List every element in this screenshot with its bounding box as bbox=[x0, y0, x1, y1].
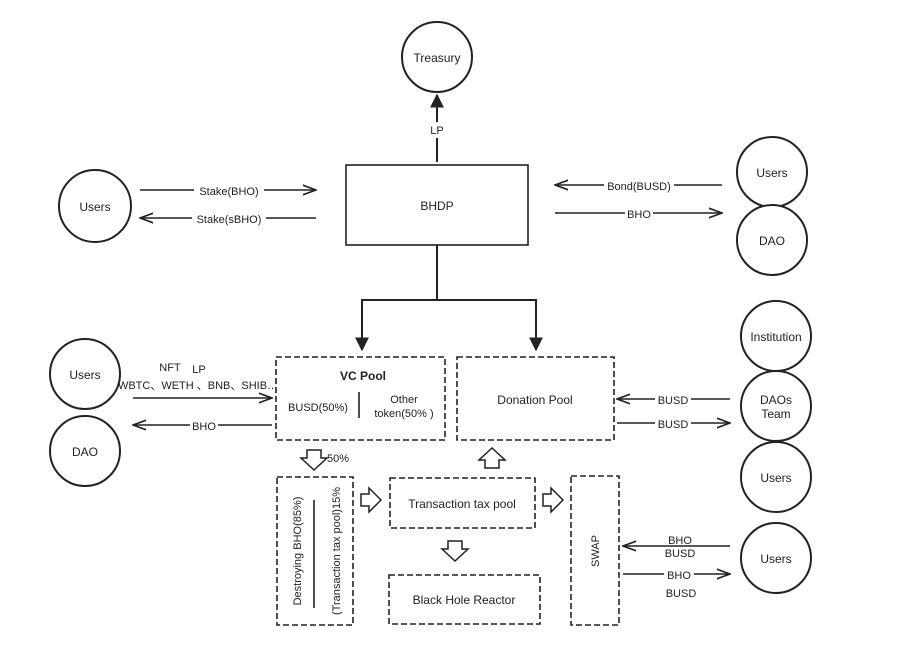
treasury-label: Treasury bbox=[414, 51, 461, 65]
bho-left-label: BHO bbox=[192, 421, 216, 433]
donation-pool-label: Donation Pool bbox=[497, 393, 572, 407]
stake-bho-label: Stake(BHO) bbox=[199, 186, 258, 198]
users-left-top-node: Users bbox=[58, 169, 132, 243]
institution-label: Institution bbox=[750, 330, 801, 344]
daos-team-line1: DAOs bbox=[760, 393, 792, 407]
users-right-bottom-node: Users bbox=[740, 522, 812, 594]
bhdp-to-vc-pool-arrow bbox=[355, 245, 438, 352]
bond-busd-bg bbox=[604, 179, 674, 193]
swap-out-busd-label: BUSD bbox=[666, 588, 697, 600]
users-right-top-node: Users bbox=[736, 136, 808, 208]
transaction-tax-pool-node: Transaction tax pool bbox=[389, 477, 536, 529]
bhdp-label: BHDP bbox=[420, 199, 453, 213]
dao-left-label: DAO bbox=[72, 445, 98, 459]
fifty-pct-label: 50% bbox=[327, 453, 349, 465]
destroy-right-hollow-arrow bbox=[360, 486, 383, 514]
dao-left-node: DAO bbox=[49, 415, 121, 487]
lp-top-label: LP bbox=[430, 125, 443, 137]
token-list-label: WBTC、WETH 、BNB、SHIB… bbox=[118, 380, 278, 392]
dao-right-top-label: DAO bbox=[759, 234, 785, 248]
vc-pool-busd: BUSD(50%) bbox=[288, 402, 348, 414]
tax-pool-15-label: (Transaction tax pool)15% bbox=[331, 487, 343, 615]
users-right-top-label: Users bbox=[756, 166, 787, 180]
bhdp-node: BHDP bbox=[345, 164, 529, 246]
busd-out-label: BUSD bbox=[658, 419, 689, 431]
bho-right-label: BHO bbox=[627, 209, 651, 221]
bho-right-bg bbox=[625, 207, 653, 221]
lp-label-bg bbox=[428, 122, 446, 138]
vc-down-hollow-arrow bbox=[299, 449, 329, 472]
vc-pool-title: VC Pool bbox=[340, 369, 386, 383]
users-right-mid-node: Users bbox=[740, 441, 812, 513]
vc-pool-other-line2: token(50% ) bbox=[374, 408, 433, 420]
treasury-node: Treasury bbox=[401, 21, 473, 93]
swap-in-busd-bg bbox=[662, 547, 698, 560]
swap-out-bho-label: BHO bbox=[667, 570, 691, 582]
tax-up-hollow-arrow bbox=[477, 446, 507, 469]
black-hole-reactor-label: Black Hole Reactor bbox=[413, 593, 516, 607]
destroying-node: Destroying BHO(85%) (Transaction tax poo… bbox=[276, 476, 354, 626]
busd-in-label: BUSD bbox=[658, 395, 689, 407]
bhdp-to-donation-pool-arrow bbox=[437, 299, 543, 352]
users-left-mid-node: Users bbox=[49, 338, 121, 410]
black-hole-reactor-node: Black Hole Reactor bbox=[388, 574, 541, 625]
users-right-mid-label: Users bbox=[760, 471, 791, 485]
stake-sbho-label: Stake(sBHO) bbox=[197, 214, 262, 226]
swap-in-busd-label: BUSD bbox=[665, 548, 696, 560]
tax-down-hollow-arrow bbox=[440, 540, 470, 563]
swap-node: SWAP bbox=[570, 475, 620, 626]
busd-out-bg bbox=[655, 417, 691, 431]
busd-in-bg bbox=[655, 393, 691, 407]
lp-left-label: LP bbox=[192, 364, 205, 376]
stake-sbho-bg bbox=[192, 212, 266, 226]
bho-left-bg bbox=[190, 419, 218, 433]
nft-label: NFT bbox=[159, 362, 181, 374]
users-right-bottom-label: Users bbox=[760, 552, 791, 566]
dao-right-top-node: DAO bbox=[736, 204, 808, 276]
users-left-mid-label: Users bbox=[69, 368, 100, 382]
users-left-top-label: Users bbox=[79, 200, 110, 214]
vc-pool-other-line1: Other bbox=[390, 394, 418, 406]
transaction-tax-pool-label: Transaction tax pool bbox=[408, 497, 516, 511]
swap-label: SWAP bbox=[590, 535, 602, 567]
daos-team-node: DAOs Team bbox=[740, 370, 812, 442]
vc-pool-node: VC Pool BUSD(50%) Other token(50% ) bbox=[275, 356, 446, 441]
swap-in-bho-label: BHO bbox=[668, 535, 692, 547]
institution-node: Institution bbox=[740, 300, 812, 372]
daos-team-line2: Team bbox=[761, 407, 790, 421]
donation-pool-node: Donation Pool bbox=[456, 356, 615, 441]
swap-left-hollow-arrow bbox=[542, 486, 565, 514]
destroying-label: Destroying BHO(85%) bbox=[292, 497, 304, 606]
stake-bho-bg bbox=[194, 184, 264, 198]
bond-busd-label: Bond(BUSD) bbox=[607, 181, 671, 193]
swap-out-bho-bg bbox=[664, 569, 694, 582]
